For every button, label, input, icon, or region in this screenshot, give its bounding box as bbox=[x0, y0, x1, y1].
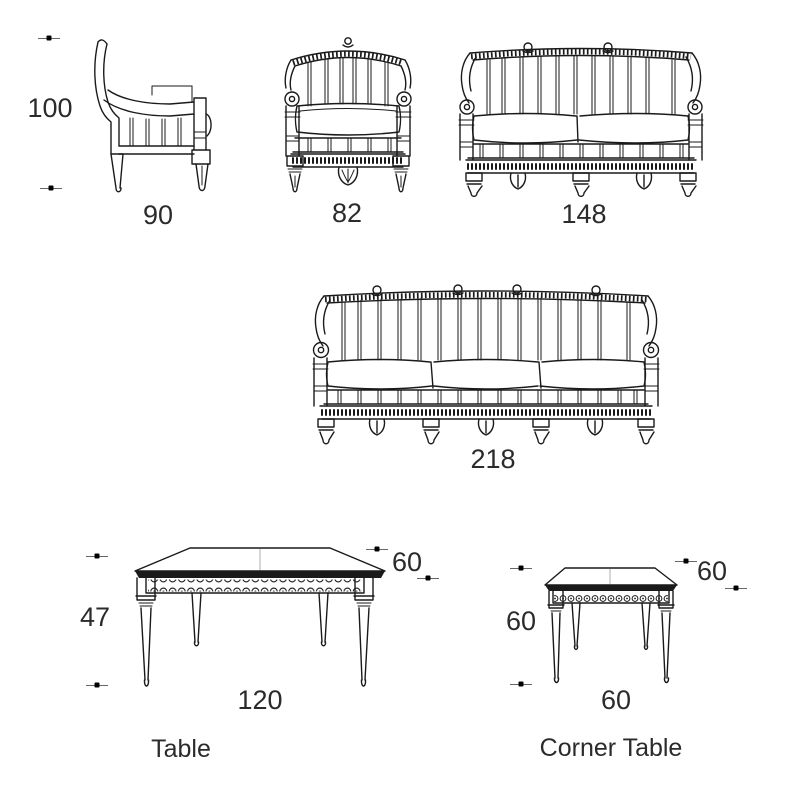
dimension-tick-icon bbox=[510, 568, 532, 569]
dimension-tick-icon bbox=[38, 38, 60, 39]
dim-table-height: 47 bbox=[79, 602, 111, 632]
dimension-tick-icon bbox=[675, 561, 697, 562]
dim-two-seat-width: 148 bbox=[561, 199, 607, 229]
corner-table-name-label: Corner Table bbox=[539, 734, 683, 762]
armchair-side-drawing bbox=[88, 38, 214, 194]
three-seat-sofa-drawing bbox=[310, 282, 662, 446]
armchair-front-drawing bbox=[283, 36, 413, 194]
dim-corner-table-height: 60 bbox=[505, 606, 537, 636]
dim-table-width: 120 bbox=[237, 685, 283, 715]
dim-armchair-width: 82 bbox=[331, 198, 363, 228]
dimension-tick-icon bbox=[510, 684, 532, 685]
dim-corner-table-width: 60 bbox=[600, 685, 632, 715]
table-drawing bbox=[122, 546, 388, 692]
dim-table-depth: 60 bbox=[391, 547, 423, 577]
dim-armchair-side-height: 100 bbox=[27, 93, 73, 123]
dimension-tick-icon bbox=[366, 549, 388, 550]
two-seat-sofa-drawing bbox=[456, 40, 706, 198]
table-name-label: Table bbox=[151, 735, 211, 763]
dimension-tick-icon bbox=[417, 578, 439, 579]
dim-corner-table-depth: 60 bbox=[696, 556, 728, 586]
dimension-tick-icon bbox=[86, 685, 108, 686]
corner-table-drawing bbox=[543, 560, 679, 688]
dimension-tick-icon bbox=[725, 588, 747, 589]
dimension-tick-icon bbox=[86, 556, 108, 557]
dim-three-seat-width: 218 bbox=[470, 444, 516, 474]
dimension-tick-icon bbox=[40, 188, 62, 189]
dim-armchair-side-depth: 90 bbox=[142, 200, 174, 230]
